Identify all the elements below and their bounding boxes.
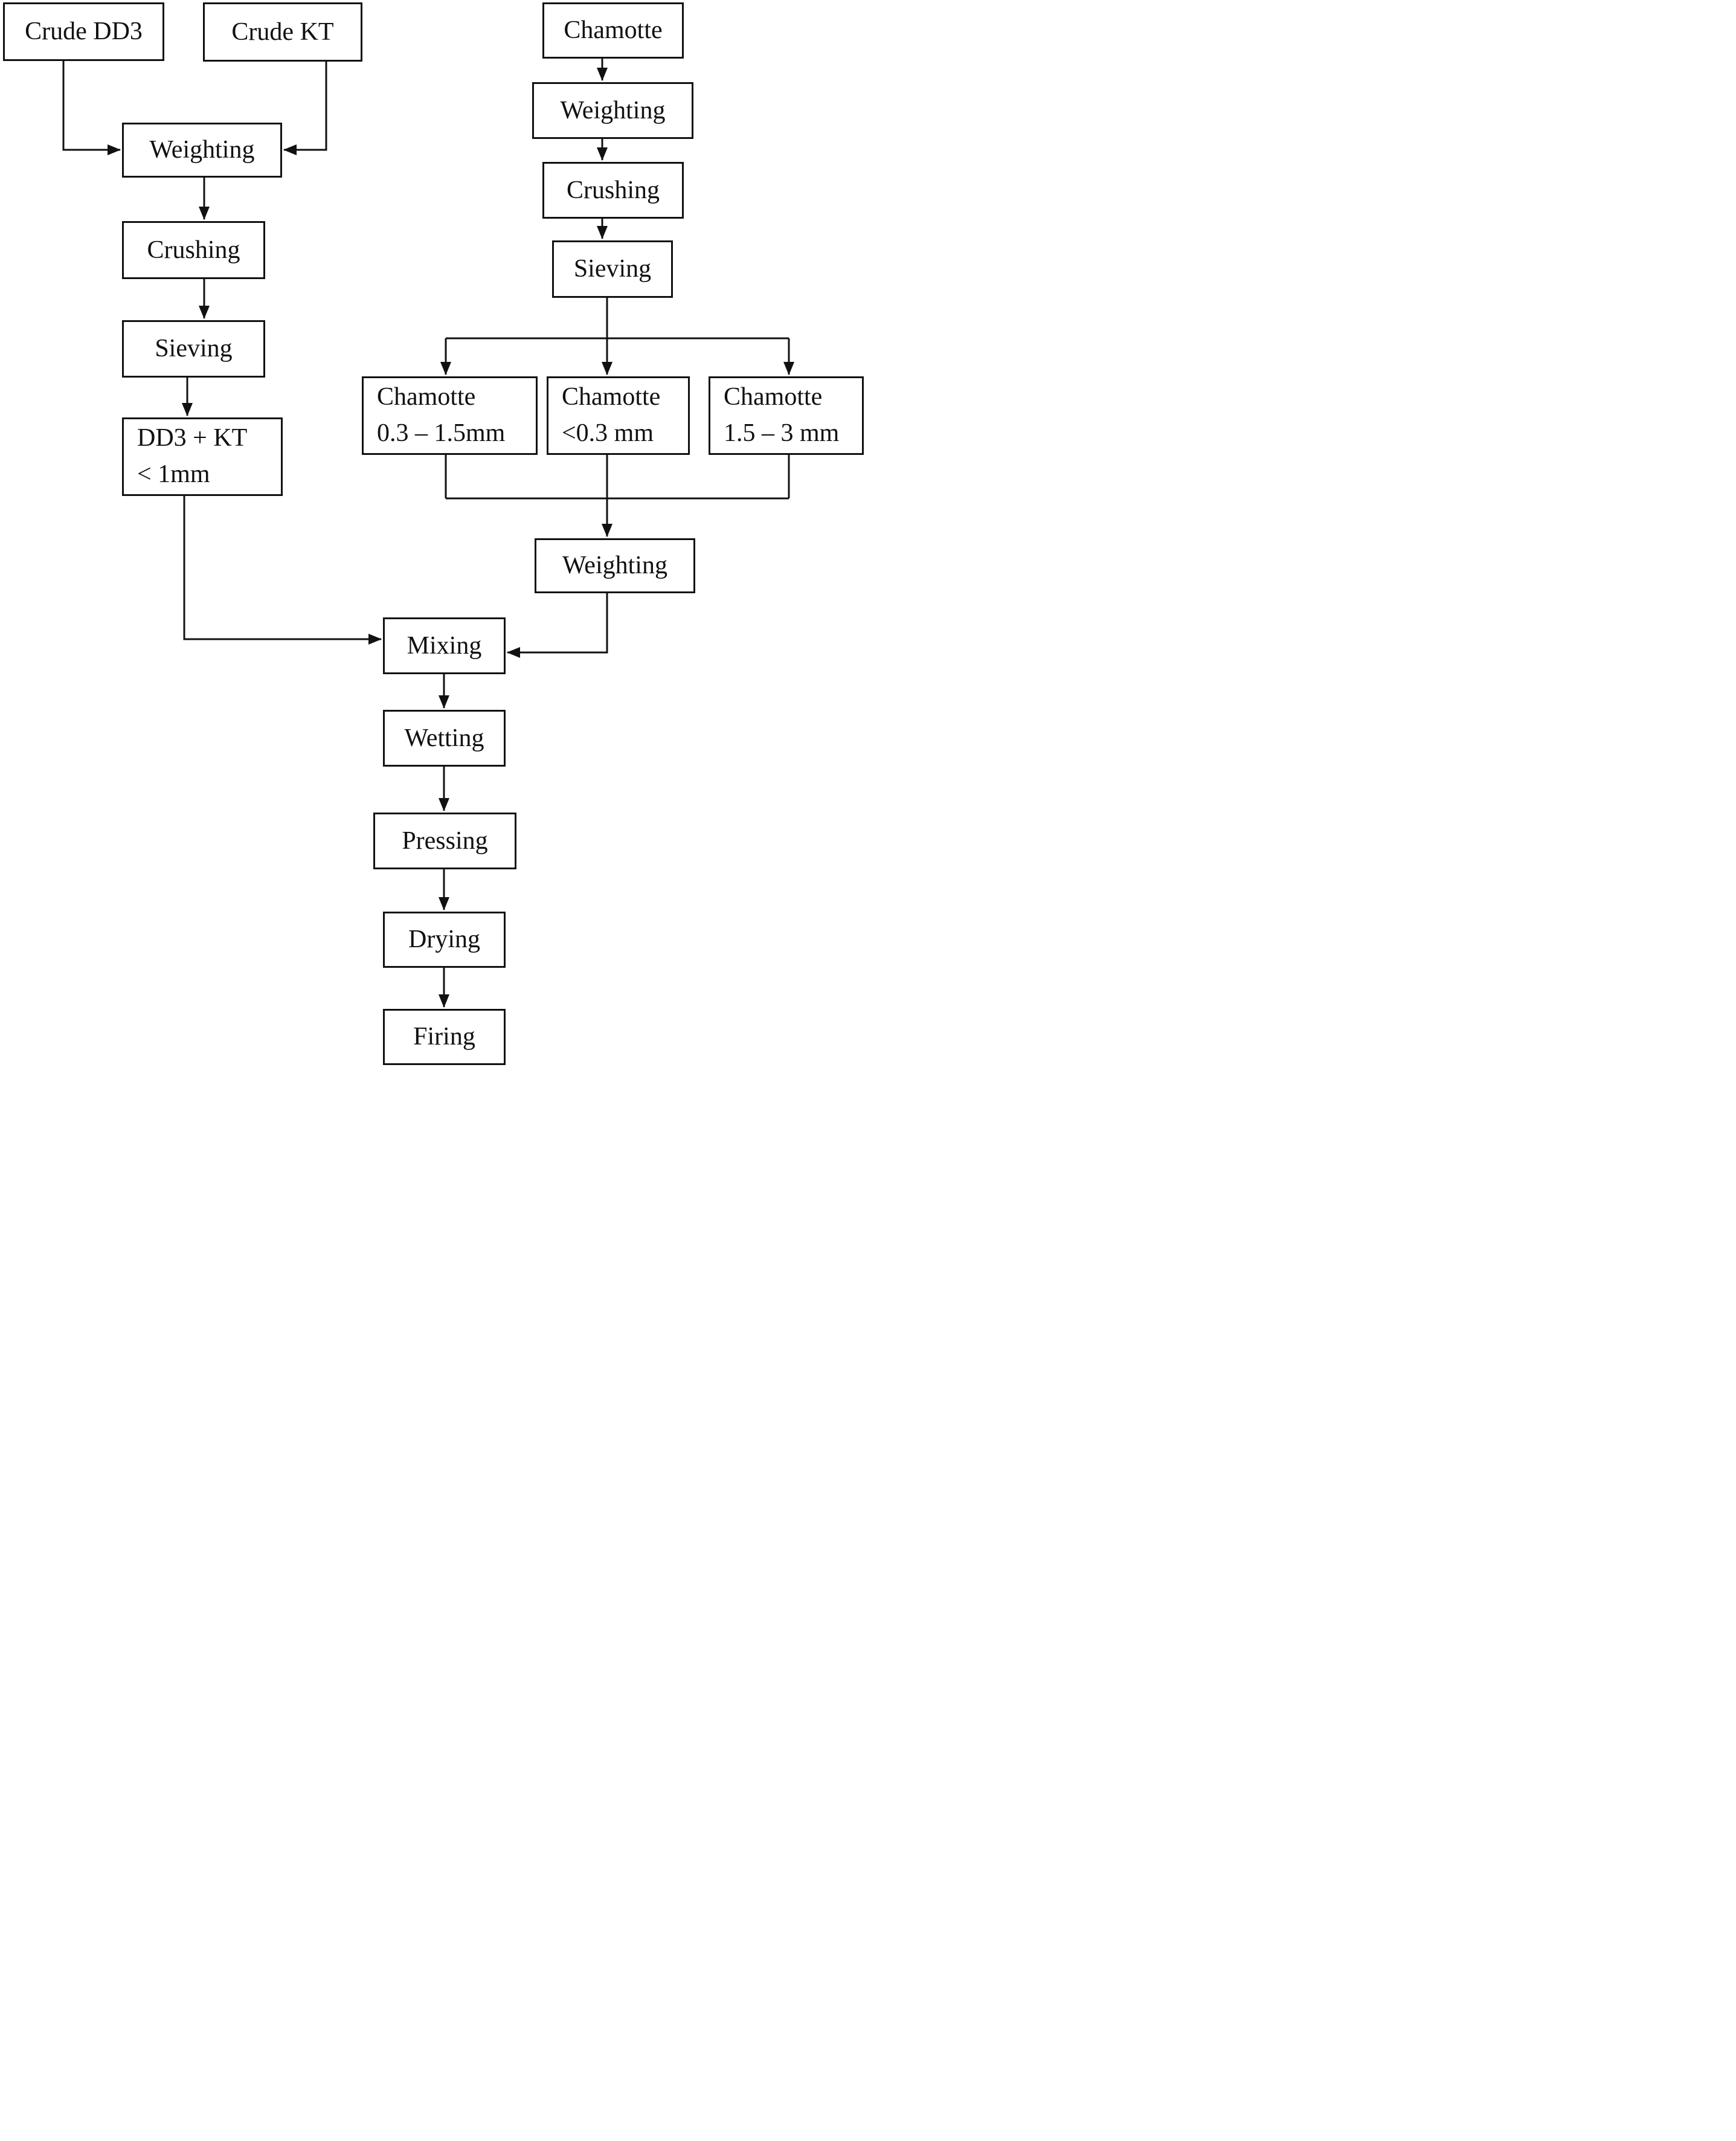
node-label: Crude DD3	[25, 18, 143, 46]
connector-layer	[62, 59, 794, 1008]
node-crushing-left: Crushing	[122, 221, 265, 279]
node-sieving-right: Sieving	[552, 240, 673, 298]
node-label: Sieving	[573, 255, 652, 283]
node-label: Crushing	[147, 236, 240, 264]
node-label: Drying	[408, 926, 480, 954]
node-label: Weighting	[562, 552, 667, 580]
node-weighting-left: Weighting	[122, 123, 282, 178]
node-label: Chamotte<0.3 mm	[562, 383, 661, 447]
node-chamotte-under-0-3mm: Chamotte<0.3 mm	[547, 376, 690, 455]
node-label: Wetting	[404, 724, 484, 752]
edge-weighting-to-mixing	[507, 593, 608, 658]
node-wetting: Wetting	[383, 710, 506, 767]
node-label: Mixing	[407, 631, 482, 660]
flowchart: Crude DD3 Crude KT Weighting Crushing Si…	[0, 0, 868, 1070]
node-label: Pressing	[402, 826, 488, 855]
node-dd3-kt-under-1mm: DD3 + KT< 1mm	[122, 417, 283, 496]
edge-dd3kt-to-mixing	[183, 496, 382, 645]
node-label: Sieving	[155, 335, 233, 363]
edge-crude-dd3-to-weighting	[62, 61, 121, 155]
node-label: DD3 + KT< 1mm	[137, 424, 248, 488]
node-firing: Firing	[383, 1009, 506, 1065]
node-label: Crude KT	[231, 18, 334, 46]
node-label: Weighting	[149, 136, 255, 164]
node-mixing: Mixing	[383, 617, 506, 674]
node-crushing-right: Crushing	[542, 162, 684, 219]
edge-crude-kt-to-weighting	[283, 62, 327, 155]
node-crude-dd3: Crude DD3	[3, 2, 164, 61]
node-label: Firing	[413, 1023, 475, 1051]
node-label: Weighting	[560, 96, 666, 124]
node-weighting-merge: Weighting	[535, 538, 695, 593]
node-label: Crushing	[566, 176, 660, 204]
node-label: Chamotte	[564, 16, 663, 45]
node-chamotte: Chamotte	[542, 2, 684, 59]
node-weighting-right: Weighting	[532, 82, 693, 139]
node-crude-kt: Crude KT	[203, 2, 362, 62]
node-pressing: Pressing	[373, 813, 516, 869]
node-drying: Drying	[383, 912, 506, 968]
node-sieving-left: Sieving	[122, 320, 265, 378]
